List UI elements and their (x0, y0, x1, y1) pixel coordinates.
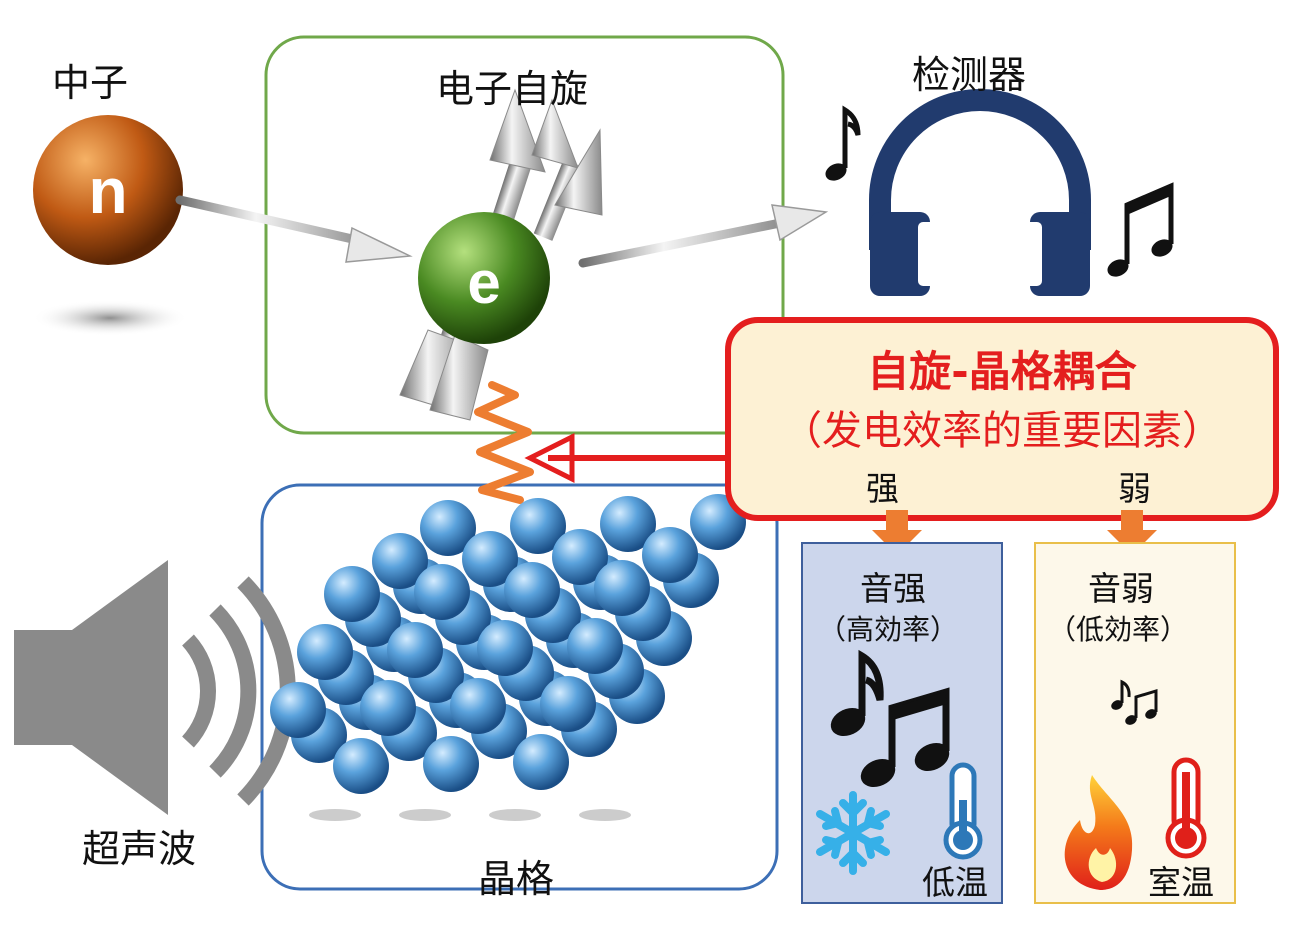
neutron-ball (33, 115, 183, 265)
incoming-arrow-head (345, 226, 413, 263)
atom (420, 500, 476, 556)
atom (270, 682, 326, 738)
thermometer-icon (1165, 757, 1207, 859)
outgoing-arrow-head (771, 204, 829, 242)
electron-symbol: e (467, 249, 500, 316)
music-note-icon (1125, 688, 1158, 725)
snowflake-icon (816, 791, 890, 875)
weak-result-title: 音弱 (1088, 569, 1154, 608)
flame-icon (1064, 775, 1133, 890)
atom (642, 527, 698, 583)
headphones-icon (869, 89, 1091, 296)
ultrasound-label: 超声波 (82, 827, 197, 871)
room-temp-label: 室温 (1148, 863, 1214, 902)
lattice-box (260, 483, 779, 891)
atom (462, 531, 518, 587)
atom (450, 678, 506, 734)
music-note-icon (830, 649, 884, 737)
atom-shadow (309, 809, 361, 821)
electron-spin-label: 电子自旋 (436, 67, 589, 111)
coupling-title: 自旋-晶格耦合 (867, 347, 1137, 396)
low-temp-label: 低温 (922, 863, 988, 902)
lattice-label: 晶格 (478, 857, 555, 901)
atom (423, 736, 479, 792)
thermometer-icon (943, 762, 983, 860)
atom-shadow (399, 809, 451, 821)
atom (297, 624, 353, 680)
incoming-arrow (175, 195, 375, 248)
music-note-icon (825, 105, 861, 181)
detector-label: 检测器 (912, 53, 1027, 97)
atom (513, 734, 569, 790)
coupling-box (725, 317, 1279, 521)
weak-label: 弱 (1118, 469, 1151, 508)
speaker-icon (14, 560, 296, 815)
neutron-shadow (32, 300, 188, 336)
atom (510, 498, 566, 554)
atom-shadow (579, 809, 631, 821)
atom (594, 560, 650, 616)
atom (414, 564, 470, 620)
atom (552, 529, 608, 585)
atom (387, 622, 443, 678)
atom (333, 738, 389, 794)
atom-shadow (489, 809, 541, 821)
strong-result-subtitle: （高効率） (818, 613, 959, 646)
atom (324, 566, 380, 622)
atom-lattice (270, 494, 746, 821)
music-note-icon (1107, 182, 1174, 277)
coupling-spring (474, 381, 534, 504)
atom (477, 620, 533, 676)
strong-result-title: 音强 (860, 569, 926, 608)
neutron-symbol: n (88, 155, 127, 227)
neutron-label: 中子 (52, 61, 129, 105)
atom (372, 533, 428, 589)
music-note-icon (1111, 679, 1131, 710)
atom (567, 618, 623, 674)
atom (504, 562, 560, 618)
atom (540, 676, 596, 732)
electron-ball (418, 212, 550, 344)
coupling-subtitle: （发电效率的重要因素） (782, 408, 1222, 454)
strong-label: 强 (866, 469, 899, 508)
atom (600, 496, 656, 552)
coupling-arrow-head (524, 432, 575, 484)
music-note-icon (860, 687, 950, 788)
weak-result-subtitle: （低効率） (1048, 613, 1189, 646)
outgoing-arrow (578, 217, 790, 268)
atom (360, 680, 416, 736)
